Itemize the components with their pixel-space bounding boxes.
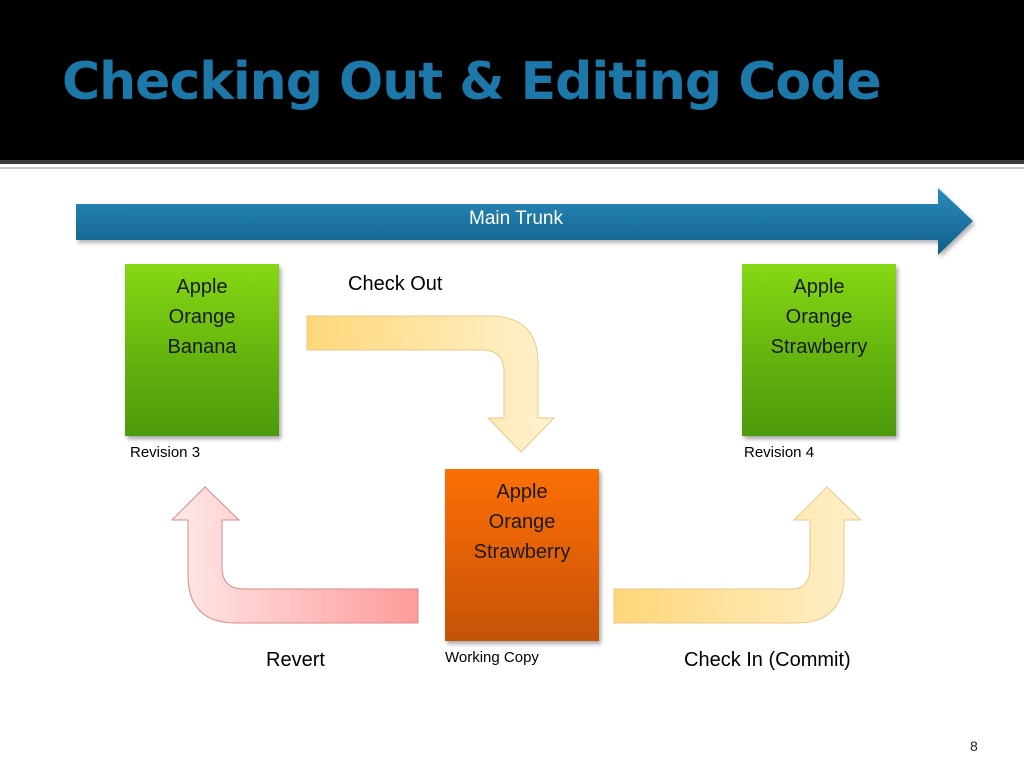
file-item: Orange — [168, 306, 236, 328]
title-divider-light — [0, 167, 1024, 169]
file-item: Banana — [167, 336, 237, 358]
file-item: Apple — [496, 481, 548, 503]
revert-label: Revert — [266, 649, 325, 671]
revision-3-box: Apple Orange Banana — [125, 264, 279, 436]
check-out-label: Check Out — [348, 273, 443, 295]
title-bar: Checking Out & Editing Code — [0, 0, 1024, 160]
check-in-arrow — [613, 486, 863, 624]
main-trunk-label: Main Trunk — [469, 208, 563, 229]
revert-arrow — [170, 486, 419, 624]
revision-4-box: Apple Orange Strawberry — [742, 264, 896, 436]
file-item: Apple — [793, 276, 845, 298]
revision-3-caption: Revision 3 — [130, 444, 201, 461]
title-divider — [0, 160, 1024, 164]
check-out-arrow — [306, 315, 556, 453]
working-copy-box: Apple Orange Strawberry — [445, 469, 599, 641]
file-item: Orange — [785, 306, 853, 328]
file-item: Orange — [488, 511, 556, 533]
check-in-label: Check In (Commit) — [684, 649, 851, 671]
revision-4-caption: Revision 4 — [744, 444, 815, 461]
file-item: Apple — [176, 276, 228, 298]
main-trunk-arrow — [76, 188, 973, 255]
file-item: Strawberry — [473, 541, 571, 563]
slide-title: Checking Out & Editing Code — [62, 52, 882, 112]
working-copy-caption: Working Copy — [445, 649, 539, 666]
file-item: Strawberry — [770, 336, 868, 358]
page-number: 8 — [970, 738, 978, 754]
